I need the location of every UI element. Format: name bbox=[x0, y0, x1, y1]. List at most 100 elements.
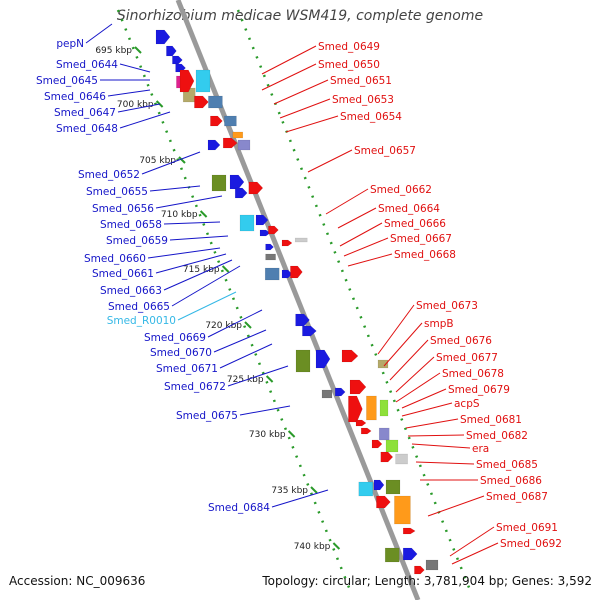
gene-reverse bbox=[248, 181, 264, 195]
gene-reverse bbox=[380, 451, 394, 463]
label-leader-line bbox=[407, 434, 465, 437]
label-leader-line bbox=[177, 291, 237, 321]
label-leader-line bbox=[347, 253, 393, 267]
gene-label-left: Smed_0670 bbox=[150, 347, 212, 359]
gene-reverse bbox=[377, 359, 389, 369]
label-leader-line bbox=[213, 329, 267, 353]
gene-label-right: acpS bbox=[454, 398, 480, 410]
gene-reverse bbox=[378, 427, 390, 441]
gene-reverse bbox=[366, 395, 377, 421]
label-leader-line bbox=[343, 237, 389, 257]
label-leader-line bbox=[85, 23, 113, 44]
gene-label-left: Smed_0663 bbox=[100, 285, 162, 297]
tick-mark bbox=[134, 46, 142, 54]
tick-label: 735 kbp bbox=[271, 486, 308, 496]
label-leader-line bbox=[451, 542, 499, 565]
gene-label-left: Smed_0656 bbox=[92, 203, 154, 215]
label-leader-line bbox=[273, 79, 329, 105]
tick-mark bbox=[332, 542, 341, 550]
tick-mark bbox=[221, 265, 230, 273]
label-leader-line bbox=[163, 221, 221, 225]
gene-forward bbox=[166, 45, 177, 57]
gene-label-right: Smed_0650 bbox=[318, 59, 380, 71]
label-leader-line bbox=[163, 259, 233, 291]
gene-forward bbox=[239, 214, 255, 232]
label-leader-line bbox=[207, 309, 263, 338]
gene-label-right: Smed_0653 bbox=[332, 94, 394, 106]
label-leader-line bbox=[307, 149, 353, 173]
gene-forward bbox=[281, 269, 293, 279]
label-leader-line bbox=[449, 526, 495, 557]
accession-label: Accession: NC_009636 bbox=[9, 574, 146, 588]
gene-label-left: Smed_R0010 bbox=[107, 315, 176, 327]
gene-label-left: Smed_0648 bbox=[56, 123, 118, 135]
gene-reverse bbox=[385, 479, 401, 495]
label-leader-line bbox=[171, 265, 241, 307]
gene-label-left: Smed_0684 bbox=[208, 502, 270, 514]
gene-label-left: Smed_0659 bbox=[106, 235, 168, 247]
label-leader-line bbox=[337, 207, 377, 229]
tick-label: 705 kbp bbox=[139, 156, 176, 166]
gene-label-left: Smed_0661 bbox=[92, 268, 154, 280]
label-leader-line bbox=[395, 356, 435, 393]
gene-label-right: Smed_0678 bbox=[442, 368, 504, 380]
gene-label-left: Smed_0655 bbox=[86, 186, 148, 198]
gene-forward bbox=[265, 243, 274, 251]
gene-reverse bbox=[281, 239, 293, 247]
gene-label-right: Smed_0654 bbox=[340, 111, 402, 123]
gene-reverse bbox=[294, 237, 308, 243]
gene-label-right: Smed_0682 bbox=[466, 430, 528, 442]
right-guide-line bbox=[236, 9, 472, 591]
gene-reverse bbox=[195, 69, 211, 93]
label-leader-line bbox=[147, 247, 221, 259]
gene-reverse bbox=[268, 225, 279, 235]
gene-label-right: Smed_0667 bbox=[390, 233, 452, 245]
gene-reverse bbox=[194, 95, 209, 109]
gene-forward bbox=[264, 267, 280, 281]
label-leader-line bbox=[155, 195, 223, 209]
gene-forward bbox=[234, 187, 248, 199]
gene-label-right: Smed_0687 bbox=[486, 491, 548, 503]
tick-label: 700 kbp bbox=[117, 100, 154, 110]
left-guide-line bbox=[116, 9, 352, 591]
label-leader-line bbox=[395, 372, 441, 403]
gene-reverse bbox=[379, 399, 389, 417]
gene-forward bbox=[295, 349, 311, 373]
label-leader-line bbox=[141, 151, 201, 175]
label-leader-line bbox=[239, 405, 291, 416]
gene-label-left: Smed_0665 bbox=[108, 301, 170, 313]
label-leader-line bbox=[155, 253, 227, 274]
gene-label-right: Smed_0681 bbox=[460, 414, 522, 426]
gene-forward bbox=[207, 139, 221, 151]
tick-label: 710 kbp bbox=[161, 210, 198, 220]
label-leader-line bbox=[427, 495, 485, 517]
label-leader-line bbox=[339, 222, 383, 247]
gene-forward bbox=[295, 313, 310, 327]
gene-forward bbox=[229, 174, 245, 190]
label-leader-line bbox=[377, 304, 415, 355]
gene-forward bbox=[265, 253, 276, 261]
gene-label-left: Smed_0660 bbox=[84, 253, 146, 265]
gene-label-left: Smed_0652 bbox=[78, 169, 140, 181]
gene-forward bbox=[302, 325, 317, 337]
gene-label-right: Smed_0657 bbox=[354, 145, 416, 157]
gene-reverse bbox=[402, 527, 416, 535]
label-leader-line bbox=[107, 89, 151, 97]
tick-label: 730 kbp bbox=[249, 430, 286, 440]
gene-label-right: Smed_0664 bbox=[378, 203, 440, 215]
gene-label-left: Smed_0647 bbox=[54, 107, 116, 119]
label-leader-line bbox=[119, 111, 171, 129]
gene-reverse bbox=[425, 559, 439, 571]
topology-label: Topology: circular; Length: 3,781,904 bp… bbox=[262, 574, 592, 588]
label-leader-line bbox=[279, 98, 331, 119]
gene-reverse bbox=[237, 139, 251, 151]
gene-label-left: Smed_0645 bbox=[36, 75, 98, 87]
tick-mark bbox=[244, 321, 252, 329]
label-leader-line bbox=[325, 188, 369, 215]
gene-label-right: Smed_0662 bbox=[370, 184, 432, 196]
tick-mark bbox=[178, 156, 186, 164]
label-leader-line bbox=[261, 45, 317, 75]
tick-label: 720 kbp bbox=[205, 321, 242, 331]
gene-label-right: Smed_0651 bbox=[330, 75, 392, 87]
